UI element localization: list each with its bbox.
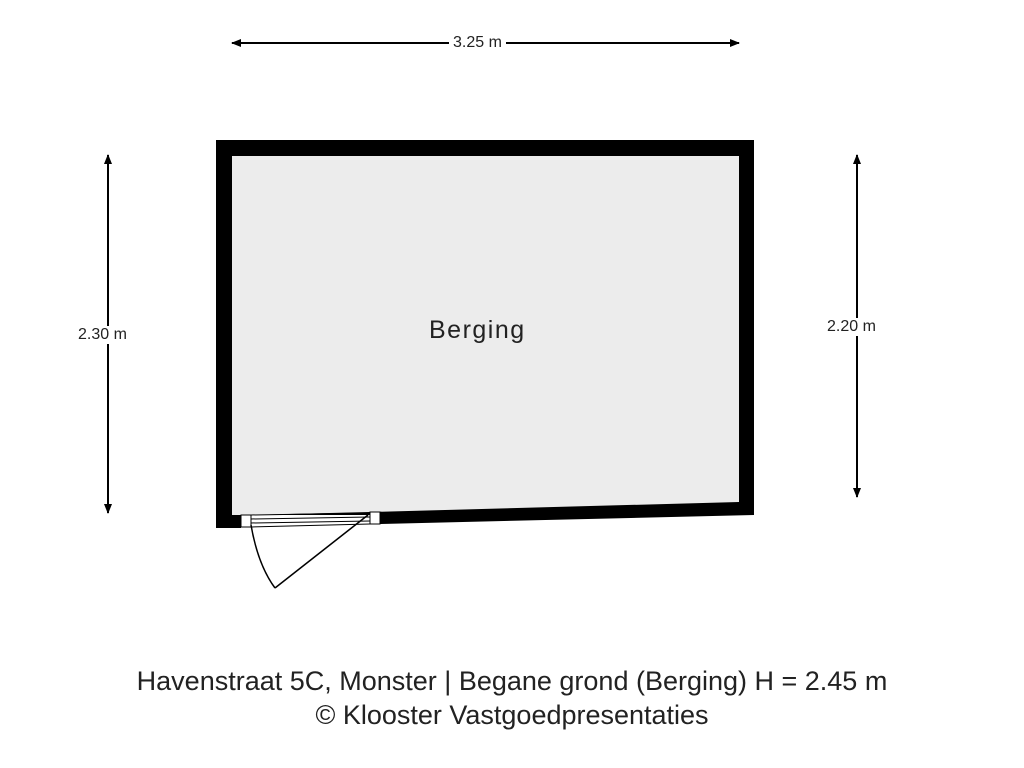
room-floor: [232, 156, 739, 515]
dimension-top-label: 3.25 m: [449, 34, 506, 52]
door-threshold: [250, 512, 371, 528]
dimension-right-label: 2.20 m: [823, 318, 880, 336]
caption-address: Havenstraat 5C, Monster | Begane grond (…: [136, 666, 888, 696]
door-jamb-right: [369, 511, 381, 525]
door-leaf: [274, 514, 369, 589]
door-jamb-left: [240, 514, 252, 528]
dimension-left-label: 2.30 m: [74, 326, 131, 344]
door-swing-arc: [250, 524, 276, 589]
caption-copyright: © Klooster Vastgoedpresentaties: [315, 700, 709, 730]
room-label: Berging: [429, 316, 526, 344]
